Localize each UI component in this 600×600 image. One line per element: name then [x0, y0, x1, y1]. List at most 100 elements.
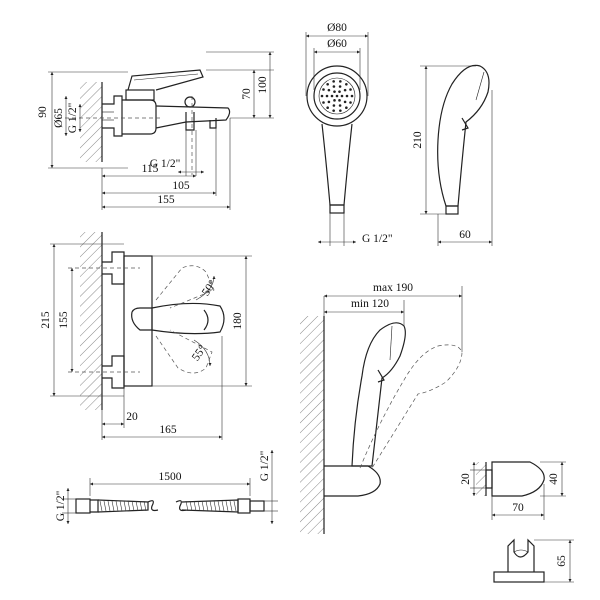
- hose-rib: [201, 500, 205, 512]
- hose-rib: [233, 500, 237, 512]
- hose-rib: [127, 500, 131, 512]
- nozzle-dot: [340, 94, 344, 98]
- nozzle-dot: [338, 90, 341, 93]
- dim-1500: 1500: [159, 471, 182, 483]
- nozzle-dot: [350, 94, 354, 98]
- angle-55: 55°: [190, 343, 209, 363]
- hose-rib: [131, 500, 135, 512]
- hose-rib: [217, 500, 221, 512]
- dim-60: 60: [459, 229, 471, 241]
- dim-dia65: Ø65: [53, 108, 65, 128]
- shower-on-holder-view: min 120 max 190: [300, 282, 463, 534]
- dim-g12-hose-right: G 1/2": [259, 451, 271, 482]
- wall-hatch: [80, 82, 102, 162]
- hose-rib: [189, 500, 193, 512]
- dim-g12-front-h: G 1/2": [150, 158, 181, 170]
- nozzle-dot: [339, 109, 342, 112]
- wall-holder-side-view: 20 40 70: [460, 461, 566, 520]
- nozzle-dot: [345, 106, 348, 110]
- nozzle-dot: [332, 109, 335, 112]
- hose-rib: [115, 500, 119, 512]
- dim-155-vertical: 155: [58, 311, 70, 329]
- nozzle-dot: [333, 90, 336, 93]
- dim-180: 180: [232, 312, 244, 330]
- nozzle-dot: [349, 88, 352, 91]
- dim-210: 210: [412, 131, 424, 149]
- dim-g12-shower: G 1/2": [362, 233, 393, 245]
- nozzle-dot: [338, 85, 342, 88]
- nozzle-dot: [333, 99, 336, 102]
- nozzle-dot: [322, 88, 325, 91]
- nozzle-dot: [332, 85, 336, 88]
- dim-20-holder: 20: [460, 473, 472, 485]
- nozzle-dot: [338, 104, 342, 107]
- dim-g12-hose-left: G 1/2": [55, 491, 67, 522]
- shower-head-side-view: 210 60: [412, 64, 493, 246]
- hose-rib: [119, 500, 123, 512]
- dim-min120: min 120: [351, 298, 389, 310]
- nozzle-dot: [325, 94, 329, 98]
- hose-rib: [209, 500, 213, 512]
- hose-rib: [111, 500, 115, 512]
- nozzle-dot: [322, 101, 325, 104]
- nozzle-dot: [338, 99, 341, 102]
- hose-rib: [197, 500, 201, 512]
- nozzle-dot: [320, 94, 324, 98]
- dim-100: 100: [257, 76, 269, 94]
- nozzle-dot: [330, 94, 334, 98]
- hose-rib: [221, 500, 225, 512]
- mixer-top-view: 50° 55° 215 155 180 20 165: [40, 232, 252, 440]
- hose-rib: [107, 500, 111, 512]
- wall-holder-front-view: 65: [493, 538, 574, 583]
- hose-rib: [229, 500, 233, 512]
- nozzle-dot: [339, 80, 342, 83]
- dim-115: 115: [142, 163, 159, 175]
- wall-hatch: [80, 232, 102, 410]
- dim-165: 165: [159, 424, 177, 436]
- hose-rib: [139, 500, 143, 512]
- hose-rib: [135, 500, 139, 512]
- hose-ribs-right: [185, 500, 237, 512]
- hose-ribs-left: [99, 500, 147, 512]
- dim-20-side: 20: [126, 411, 138, 423]
- dim-g12-front-v: G 1/2": [67, 103, 79, 134]
- dim-215: 215: [40, 311, 52, 329]
- hose-rib: [103, 500, 107, 512]
- wall-hatch: [476, 462, 486, 496]
- dim-65-holder: 65: [556, 555, 568, 567]
- dim-40: 40: [548, 473, 560, 485]
- nozzle-dot: [327, 100, 331, 104]
- dim-max190: max 190: [373, 282, 413, 294]
- hose-rib: [213, 500, 217, 512]
- dim-155: 155: [157, 194, 175, 206]
- dim-90: 90: [37, 106, 49, 118]
- dim-105: 105: [172, 180, 190, 192]
- dim-70: 70: [241, 88, 253, 100]
- spray-nozzles: [320, 80, 354, 112]
- nozzle-dot: [335, 94, 339, 98]
- hose-rib: [143, 500, 147, 512]
- nozzle-dot: [326, 106, 329, 110]
- dim-dia80: Ø80: [327, 22, 347, 34]
- shower-head-front-view: Ø80 Ø60 G 1/2": [305, 22, 393, 246]
- hose-rib: [123, 500, 127, 512]
- nozzle-dot: [345, 82, 348, 86]
- hose-rib: [225, 500, 229, 512]
- nozzle-dot: [332, 80, 335, 83]
- nozzle-dot: [349, 101, 352, 104]
- hose-view: 1500 G 1/2" G 1/2": [55, 450, 278, 524]
- nozzle-dot: [343, 88, 347, 92]
- nozzle-dot: [326, 82, 329, 86]
- hose-rib: [193, 500, 197, 512]
- hose-rib: [99, 500, 103, 512]
- nozzle-dot: [327, 88, 331, 92]
- nozzle-dot: [345, 94, 349, 98]
- hose-rib: [185, 500, 189, 512]
- wall-hatch: [300, 316, 324, 534]
- nozzle-dot: [332, 104, 336, 107]
- dim-70-holder: 70: [512, 502, 524, 514]
- dim-dia60: Ø60: [327, 38, 347, 50]
- hose-rib: [205, 500, 209, 512]
- mixer-front-view: 90 Ø65 G 1/2" 70 100 G 1/2" 115 105 155: [37, 51, 274, 210]
